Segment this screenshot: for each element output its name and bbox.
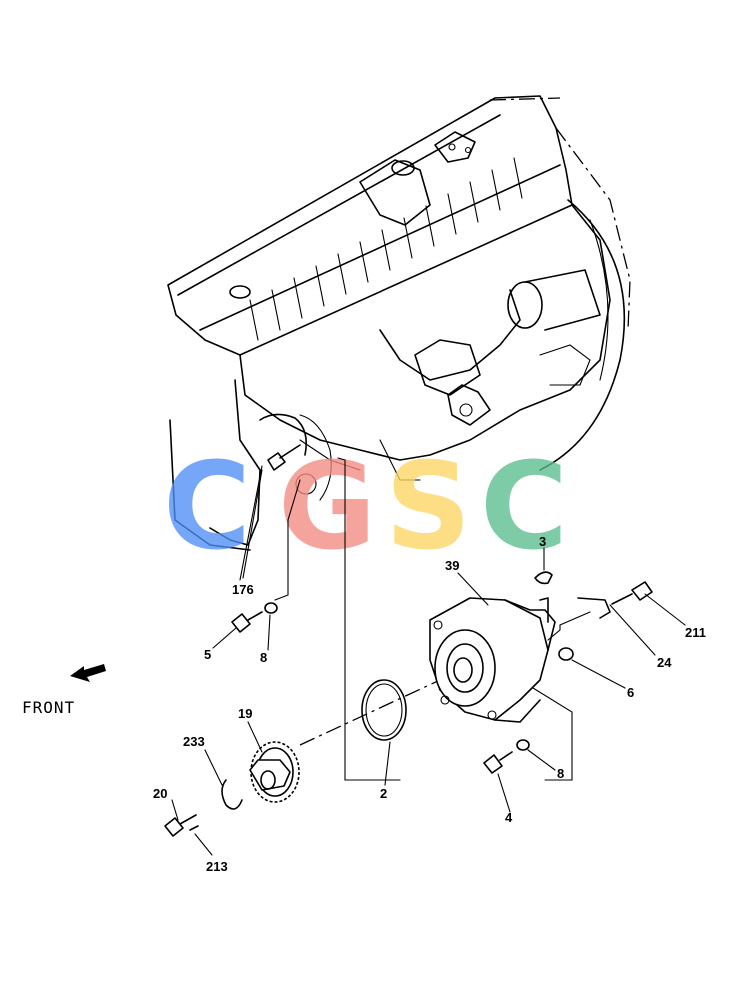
callout-6: 6 (627, 685, 634, 700)
arrow-front-icon (70, 664, 106, 682)
gear-19 (249, 741, 300, 803)
callout-19: 19 (238, 706, 252, 721)
callouts: 3 39 176 211 24 5 8 6 19 233 2 8 20 4 21… (153, 534, 706, 874)
pin-213 (189, 825, 199, 831)
watermark-letter-c2: C (480, 438, 568, 577)
bracket-24 (577, 597, 611, 619)
callout-20: 20 (153, 786, 167, 801)
callout-8-lower: 8 (557, 766, 564, 781)
front-label: FRONT (22, 698, 75, 717)
callout-213: 213 (206, 859, 228, 874)
callout-3: 3 (539, 534, 546, 549)
callout-4: 4 (505, 810, 513, 825)
bolt-4 (483, 751, 513, 774)
front-indicator: FRONT (22, 664, 106, 717)
callout-39: 39 (445, 558, 459, 573)
plug-part (534, 571, 553, 585)
watermark-letter-s: S (385, 438, 471, 577)
callout-2: 2 (380, 786, 387, 801)
watermark-letter-g: G (278, 438, 377, 577)
alignment-lines (274, 457, 591, 781)
washer-8-upper (264, 602, 278, 614)
callout-211: 211 (685, 625, 706, 640)
leader-lines (171, 469, 686, 856)
callout-5: 5 (204, 647, 211, 662)
washer-6 (558, 647, 574, 661)
o-ring-2 (361, 679, 407, 741)
water-pump (429, 597, 556, 723)
callout-233: 233 (183, 734, 205, 749)
callout-24: 24 (657, 655, 672, 670)
cgsc-watermark: C G S C (163, 438, 568, 577)
engine-block (167, 95, 631, 551)
callout-8-upper: 8 (260, 650, 267, 665)
thrust-plate-233 (221, 779, 243, 810)
watermark-letter-c1: C (163, 438, 251, 577)
washer-8-lower (516, 739, 530, 751)
bolt-20 (164, 814, 197, 837)
callout-176: 176 (232, 582, 254, 597)
bolt-5 (231, 611, 263, 633)
bolt-176 (239, 444, 301, 581)
bolt-211 (611, 581, 653, 605)
